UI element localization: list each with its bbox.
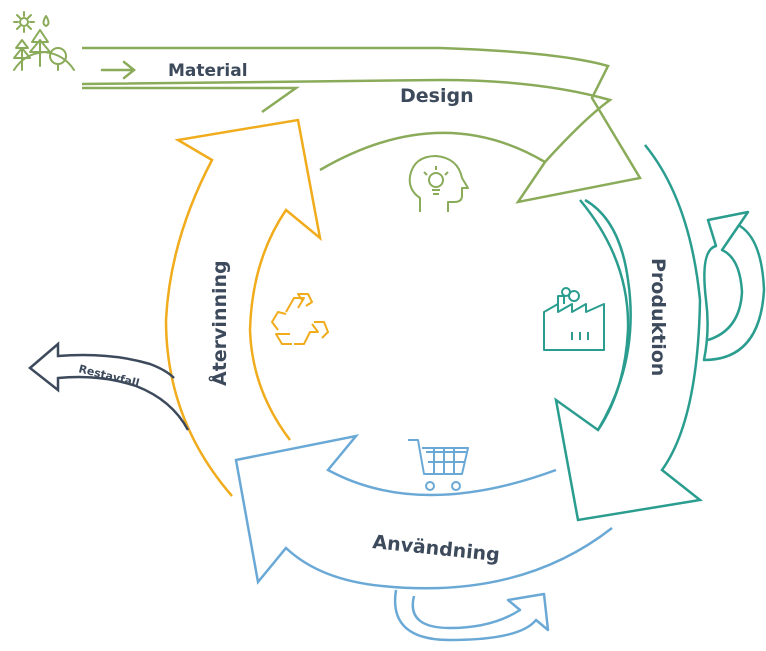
recycle-icon [271,293,329,345]
atervinning-arrow [164,118,322,497]
nature-icon [13,11,75,71]
waste-label: Restavfall [77,362,140,390]
stage-label-anvandning: Användning [371,531,500,566]
arrow-right-icon [100,60,137,80]
lightbulb-head-icon [408,155,469,212]
stage-label-produktion: Produktion [647,258,669,376]
design-inner-arc [319,131,546,172]
anvandning-loop [393,589,550,642]
anvandning-arrow [234,434,613,590]
design-outer-arrow [81,46,642,204]
stage-label-atervinning: Återvinning [207,260,231,386]
produktion-loop [702,210,766,362]
factory-icon [543,287,605,351]
stage-label-design: Design [400,85,474,107]
material-label: Material [168,61,248,81]
restavfall-arrow [28,341,190,431]
shopping-cart-icon [408,439,469,491]
produktion-arrow [554,144,703,522]
material-flow [81,46,642,204]
